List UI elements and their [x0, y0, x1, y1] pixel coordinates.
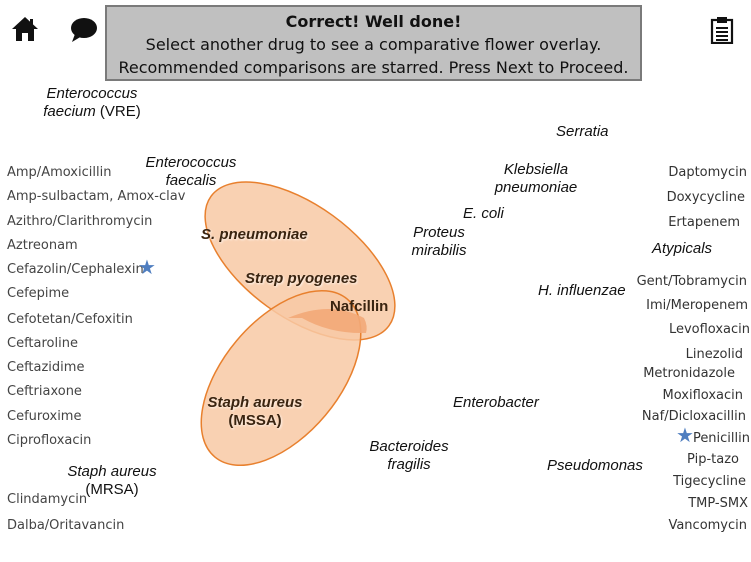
drug-penicillin[interactable]: Penicillin	[692, 431, 750, 446]
drug-tmp-smx[interactable]: TMP-SMX	[688, 496, 748, 511]
drug-cefepime[interactable]: Cefepime	[7, 286, 70, 301]
drug-azithro-clarithromycin[interactable]: Azithro/Clarithromycin	[7, 214, 153, 229]
drug-imi-meropenem[interactable]: Imi/Meropenem	[646, 298, 748, 313]
mrsa-name: Staph aureus	[67, 463, 157, 480]
drug-clindamycin[interactable]: Clindamycin	[7, 492, 88, 507]
drug-ceftriaxone[interactable]: Ceftriaxone	[7, 384, 82, 399]
vre-tag: (VRE)	[95, 103, 141, 120]
feedback-banner: Correct! Well done! Select another drug …	[105, 5, 642, 81]
faecalis-species: faecalis	[165, 172, 217, 189]
organism-bacteroides-fragilis[interactable]: Bacteroides fragilis	[364, 438, 454, 474]
mssa-tag: (MSSA)	[228, 412, 282, 429]
organism-pseudomonas[interactable]: Pseudomonas	[547, 457, 643, 474]
mssa-name: Staph aureus	[207, 394, 303, 411]
drug-levofloxacin[interactable]: Levofloxacin	[668, 322, 750, 337]
organism-atypicals[interactable]: Atypicals	[652, 240, 713, 257]
organism-proteus-mirabilis[interactable]: Proteus mirabilis	[404, 224, 474, 260]
drug-naf-dicloxacillin[interactable]: Naf/Dicloxacillin	[641, 409, 746, 424]
klebsiella-species: pneumoniae	[494, 179, 578, 196]
home-icon[interactable]	[11, 16, 39, 42]
drug-doxycycline[interactable]: Doxycycline	[666, 190, 745, 205]
organism-h-influenzae[interactable]: H. influenzae	[538, 282, 626, 299]
organism-s-pneumoniae[interactable]: S. pneumoniae	[201, 226, 308, 243]
petal-overlap	[288, 309, 367, 334]
drug-linezolid[interactable]: Linezolid	[685, 347, 743, 362]
drug-tigecycline[interactable]: Tigecycline	[673, 474, 746, 489]
drug-ceftaroline[interactable]: Ceftaroline	[7, 336, 78, 351]
drug-gent-tobramycin[interactable]: Gent/Tobramycin	[636, 274, 747, 289]
bacteroides-species: fragilis	[387, 456, 431, 473]
speech-bubble-icon[interactable]	[70, 17, 98, 43]
organism-klebsiella-pneumoniae[interactable]: Klebsiella pneumoniae	[486, 161, 586, 197]
drug-ceftazidime[interactable]: Ceftazidime	[7, 360, 85, 375]
selected-drug-label: Nafcillin	[330, 298, 389, 315]
banner-instruction: Select another drug to see a comparative…	[145, 35, 602, 54]
drug-aztreonam[interactable]: Aztreonam	[7, 238, 78, 253]
faecalis-genus: Enterococcus	[145, 154, 237, 171]
drug-cefuroxime[interactable]: Cefuroxime	[7, 409, 82, 424]
drug-ciprofloxacin[interactable]: Ciprofloxacin	[7, 433, 92, 448]
organism-e-coli[interactable]: E. coli	[463, 205, 504, 222]
petal-mssa	[200, 289, 362, 467]
vre-genus: Enterococcus	[46, 85, 138, 102]
vre-species: faecium	[43, 103, 96, 120]
drug-amp-amoxicillin[interactable]: Amp/Amoxicillin	[7, 165, 112, 180]
organism-staph-aureus-mrsa[interactable]: Staph aureus (MRSA)	[62, 463, 162, 499]
drug-cefotetan-cefoxitin[interactable]: Cefotetan/Cefoxitin	[7, 312, 133, 327]
drug-daptomycin[interactable]: Daptomycin	[668, 165, 747, 180]
organism-enterococcus-faecalis[interactable]: Enterococcus faecalis	[141, 154, 241, 190]
drug-ertapenem[interactable]: Ertapenem	[668, 215, 740, 230]
drug-amp-sulbactam[interactable]: Amp-sulbactam, Amox-clav	[7, 189, 186, 204]
proteus-genus: Proteus	[413, 224, 465, 241]
recommended-star-icon: ★	[676, 423, 694, 447]
banner-hint: Recommended comparisons are starred. Pre…	[118, 58, 629, 77]
clipboard-icon[interactable]	[710, 16, 734, 45]
drug-vancomycin[interactable]: Vancomycin	[668, 518, 747, 533]
organism-enterococcus-faecium-vre[interactable]: Enterococcus faecium (VRE)	[42, 85, 142, 121]
klebsiella-genus: Klebsiella	[503, 161, 569, 178]
banner-title: Correct! Well done!	[285, 12, 462, 31]
drug-dalba-oritavancin[interactable]: Dalba/Oritavancin	[7, 518, 125, 533]
organism-strep-pyogenes[interactable]: Strep pyogenes	[245, 270, 358, 287]
organism-enterobacter[interactable]: Enterobacter	[453, 394, 539, 411]
mrsa-tag: (MRSA)	[85, 481, 139, 498]
recommended-star-icon: ★	[138, 255, 156, 279]
drug-pip-tazo[interactable]: Pip-tazo	[687, 452, 739, 467]
drug-cefazolin-cephalexin[interactable]: Cefazolin/Cephalexin	[7, 262, 144, 277]
proteus-species: mirabilis	[411, 242, 467, 259]
bacteroides-genus: Bacteroides	[369, 438, 449, 455]
organism-staph-aureus-mssa[interactable]: Staph aureus (MSSA)	[205, 394, 305, 430]
organism-serratia[interactable]: Serratia	[556, 123, 609, 140]
drug-moxifloxacin[interactable]: Moxifloxacin	[662, 388, 743, 403]
drug-metronidazole[interactable]: Metronidazole	[643, 366, 735, 381]
